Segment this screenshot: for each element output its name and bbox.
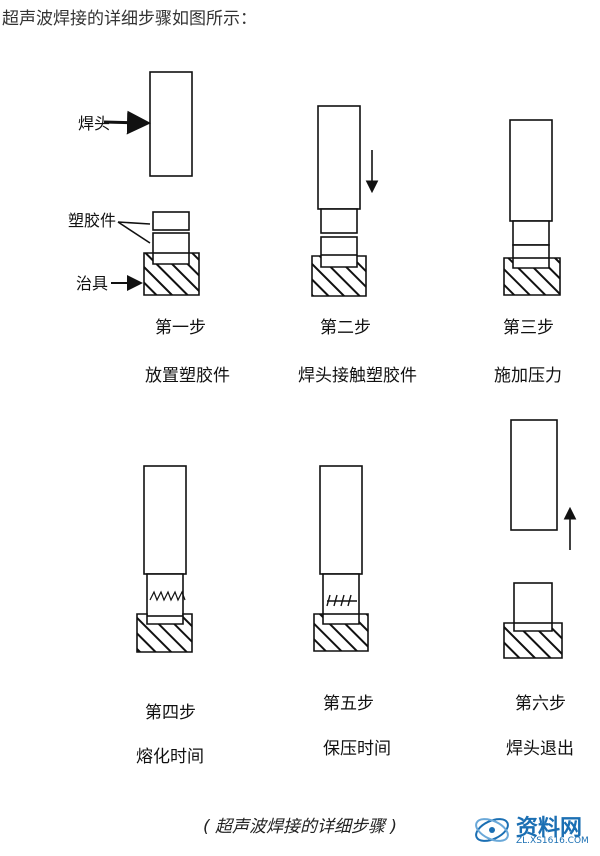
step-3-horn	[509, 119, 553, 222]
step-3-horn-tip	[512, 220, 550, 246]
horn-label: 焊头	[78, 114, 110, 133]
step-5-horn	[319, 465, 363, 575]
step-1-fixture	[143, 252, 200, 296]
step-1-figure	[103, 71, 200, 296]
step-6-number: 第六步	[515, 694, 566, 714]
workpiece-pointer-line-top	[117, 221, 151, 225]
step-1-horn	[149, 71, 193, 177]
workpiece-pointer-line-bottom	[117, 221, 151, 244]
step-5-fixture	[313, 613, 369, 652]
watermark-text: 资料网	[516, 816, 583, 841]
workpiece-label: 塑胶件	[68, 211, 116, 230]
watermark: 资料网 ZL.XS1616.COM	[472, 808, 594, 852]
step-4-number: 第四步	[145, 703, 196, 723]
welding-steps-diagram: 焊头 塑胶件 治具 第一步 放置塑胶件 第二步 焊头接触塑	[68, 71, 577, 767]
step-5-figure	[313, 465, 369, 652]
step-5-fused-part	[322, 573, 360, 615]
step-6-desc: 焊头退出	[506, 739, 574, 759]
step-4-figure	[136, 465, 193, 653]
step-2-number: 第二步	[320, 318, 371, 338]
step-4-horn	[143, 465, 187, 575]
step-2-horn-tip	[320, 208, 358, 234]
intro-text: 超声波焊接的详细步骤如图所示：	[2, 9, 257, 29]
step-3-figure	[503, 119, 561, 296]
step-2-figure	[311, 105, 379, 297]
watermark-logo-icon	[475, 818, 509, 842]
step-3-fixture	[503, 257, 561, 296]
step-4-melt-zigzag	[149, 590, 186, 602]
step-5-pressure-marks	[326, 594, 357, 607]
step-6-welded-part	[513, 582, 553, 624]
step-4-fixture	[136, 613, 193, 653]
step-6-horn	[510, 419, 558, 531]
step-3-workpiece	[512, 244, 550, 259]
step-5-number: 第五步	[323, 694, 374, 714]
fixture-label: 治具	[76, 274, 108, 293]
step-2-fixture	[311, 255, 367, 297]
step-6-fixture	[503, 622, 563, 659]
step-1-workpiece-bottom	[152, 232, 190, 254]
step-2-horn	[317, 105, 361, 210]
step-3-desc: 施加压力	[494, 366, 562, 386]
step-1-workpiece-top	[152, 211, 190, 231]
figure-caption: ( 超声波焊接的详细步骤 )	[202, 817, 398, 837]
step-5-desc: 保压时间	[323, 739, 391, 759]
step-2-desc: 焊头接触塑胶件	[298, 366, 417, 386]
step-2-workpiece	[320, 236, 358, 256]
step-1-desc: 放置塑胶件	[145, 366, 230, 386]
watermark-url: ZL.XS1616.COM	[516, 836, 589, 846]
horn-pointer-arrow	[103, 110, 151, 135]
step-3-number: 第三步	[503, 318, 554, 338]
step-1-number: 第一步	[155, 318, 206, 338]
step-4-desc: 熔化时间	[136, 747, 204, 767]
step-6-figure	[503, 419, 577, 659]
